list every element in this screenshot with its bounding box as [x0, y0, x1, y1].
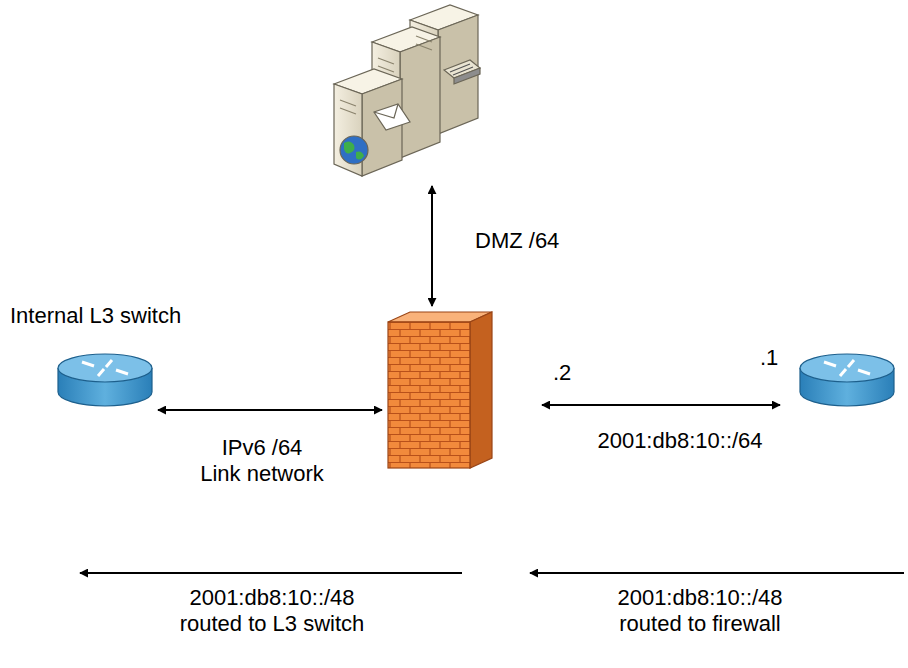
address-label: .1 [760, 345, 778, 371]
device-label: Internal L3 switch [10, 303, 181, 329]
route-label: 2001:db8:10::/48 routed to firewall [593, 585, 807, 638]
router-icon [800, 354, 894, 406]
arrow-lines [80, 186, 904, 573]
route-label: 2001:db8:10::/48 routed to L3 switch [165, 585, 379, 638]
address-label: .2 [553, 360, 571, 386]
network-label: IPv6 /64 Link network [199, 435, 325, 488]
server-group [334, 5, 480, 176]
prefix-label: 2001:db8:10::/64 [597, 428, 762, 454]
firewall-icon [388, 312, 492, 468]
network-label: DMZ /64 [475, 228, 559, 254]
router-icon [58, 354, 152, 406]
